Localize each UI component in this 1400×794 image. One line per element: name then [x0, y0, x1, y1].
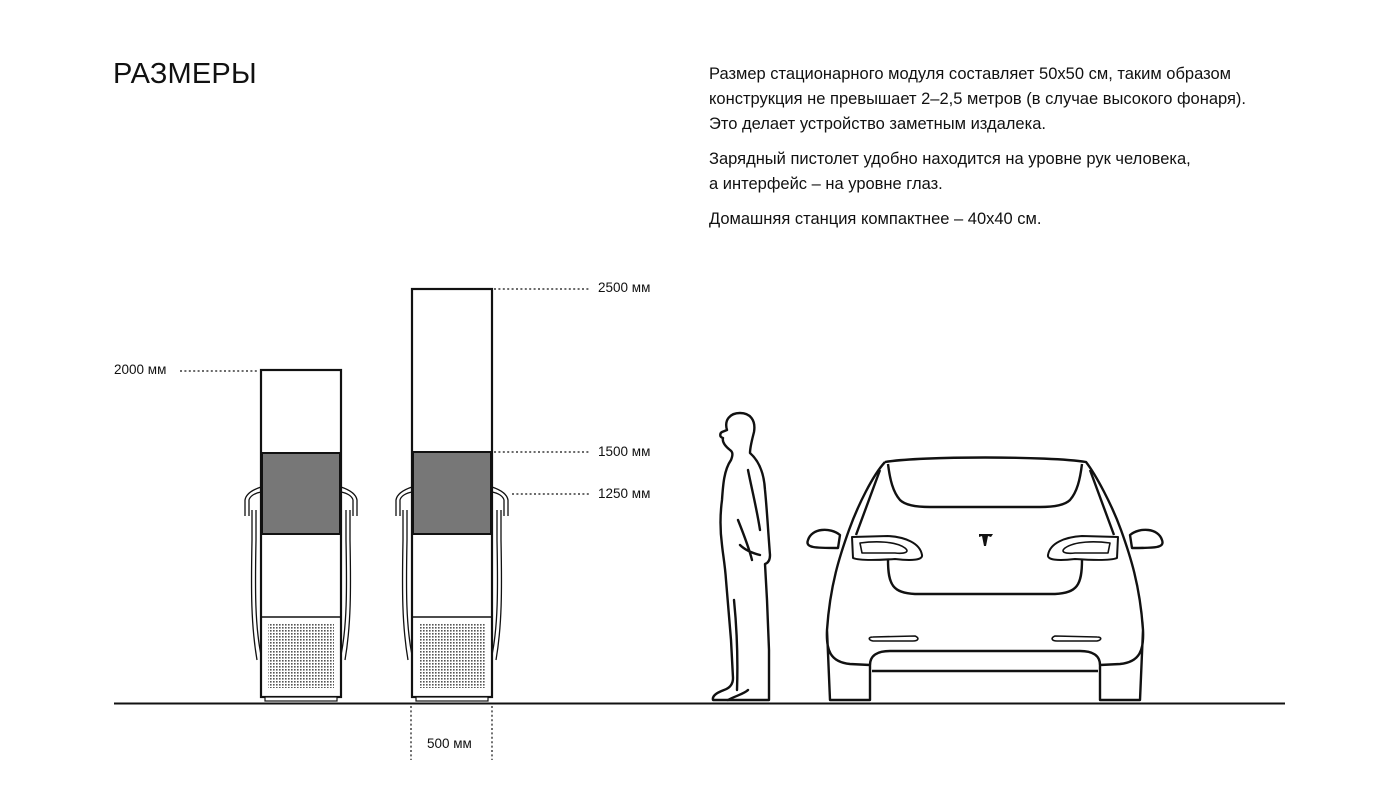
- label-500mm: 500 мм: [427, 736, 472, 751]
- car-logo-icon: [979, 534, 993, 546]
- label-1250mm: 1250 мм: [598, 486, 651, 501]
- text-line: конструкция не превышает 2–2,5 метров (в…: [709, 90, 1247, 108]
- label-2000mm: 2000 мм: [114, 362, 167, 377]
- paragraph-module-size: Размер стационарного модуля составляет 5…: [709, 62, 1349, 137]
- description-text: Размер стационарного модуля составляет 5…: [709, 62, 1349, 242]
- text-line: Домашняя станция компактнее – 40x40 см.: [709, 210, 1042, 228]
- text-line: Это делает устройство заметным издалека.: [709, 115, 1046, 133]
- text-line: Размер стационарного модуля составляет 5…: [709, 65, 1231, 83]
- paragraph-ergonomics: Зарядный пистолет удобно находится на ур…: [709, 147, 1349, 197]
- charging-station-2500: [395, 287, 509, 702]
- text-line: Зарядный пистолет удобно находится на ур…: [709, 150, 1191, 168]
- person-silhouette: [711, 411, 772, 702]
- text-line: а интерфейс – на уровне глаз.: [709, 175, 943, 193]
- charging-station-2000: [244, 368, 358, 702]
- car-rear-view: [806, 456, 1164, 702]
- label-2500mm: 2500 мм: [598, 280, 651, 295]
- paragraph-home-station: Домашняя станция компактнее – 40x40 см.: [709, 207, 1349, 232]
- label-1500mm: 1500 мм: [598, 444, 651, 459]
- page-title: РАЗМЕРЫ: [113, 58, 257, 90]
- dimension-lines: [180, 288, 590, 760]
